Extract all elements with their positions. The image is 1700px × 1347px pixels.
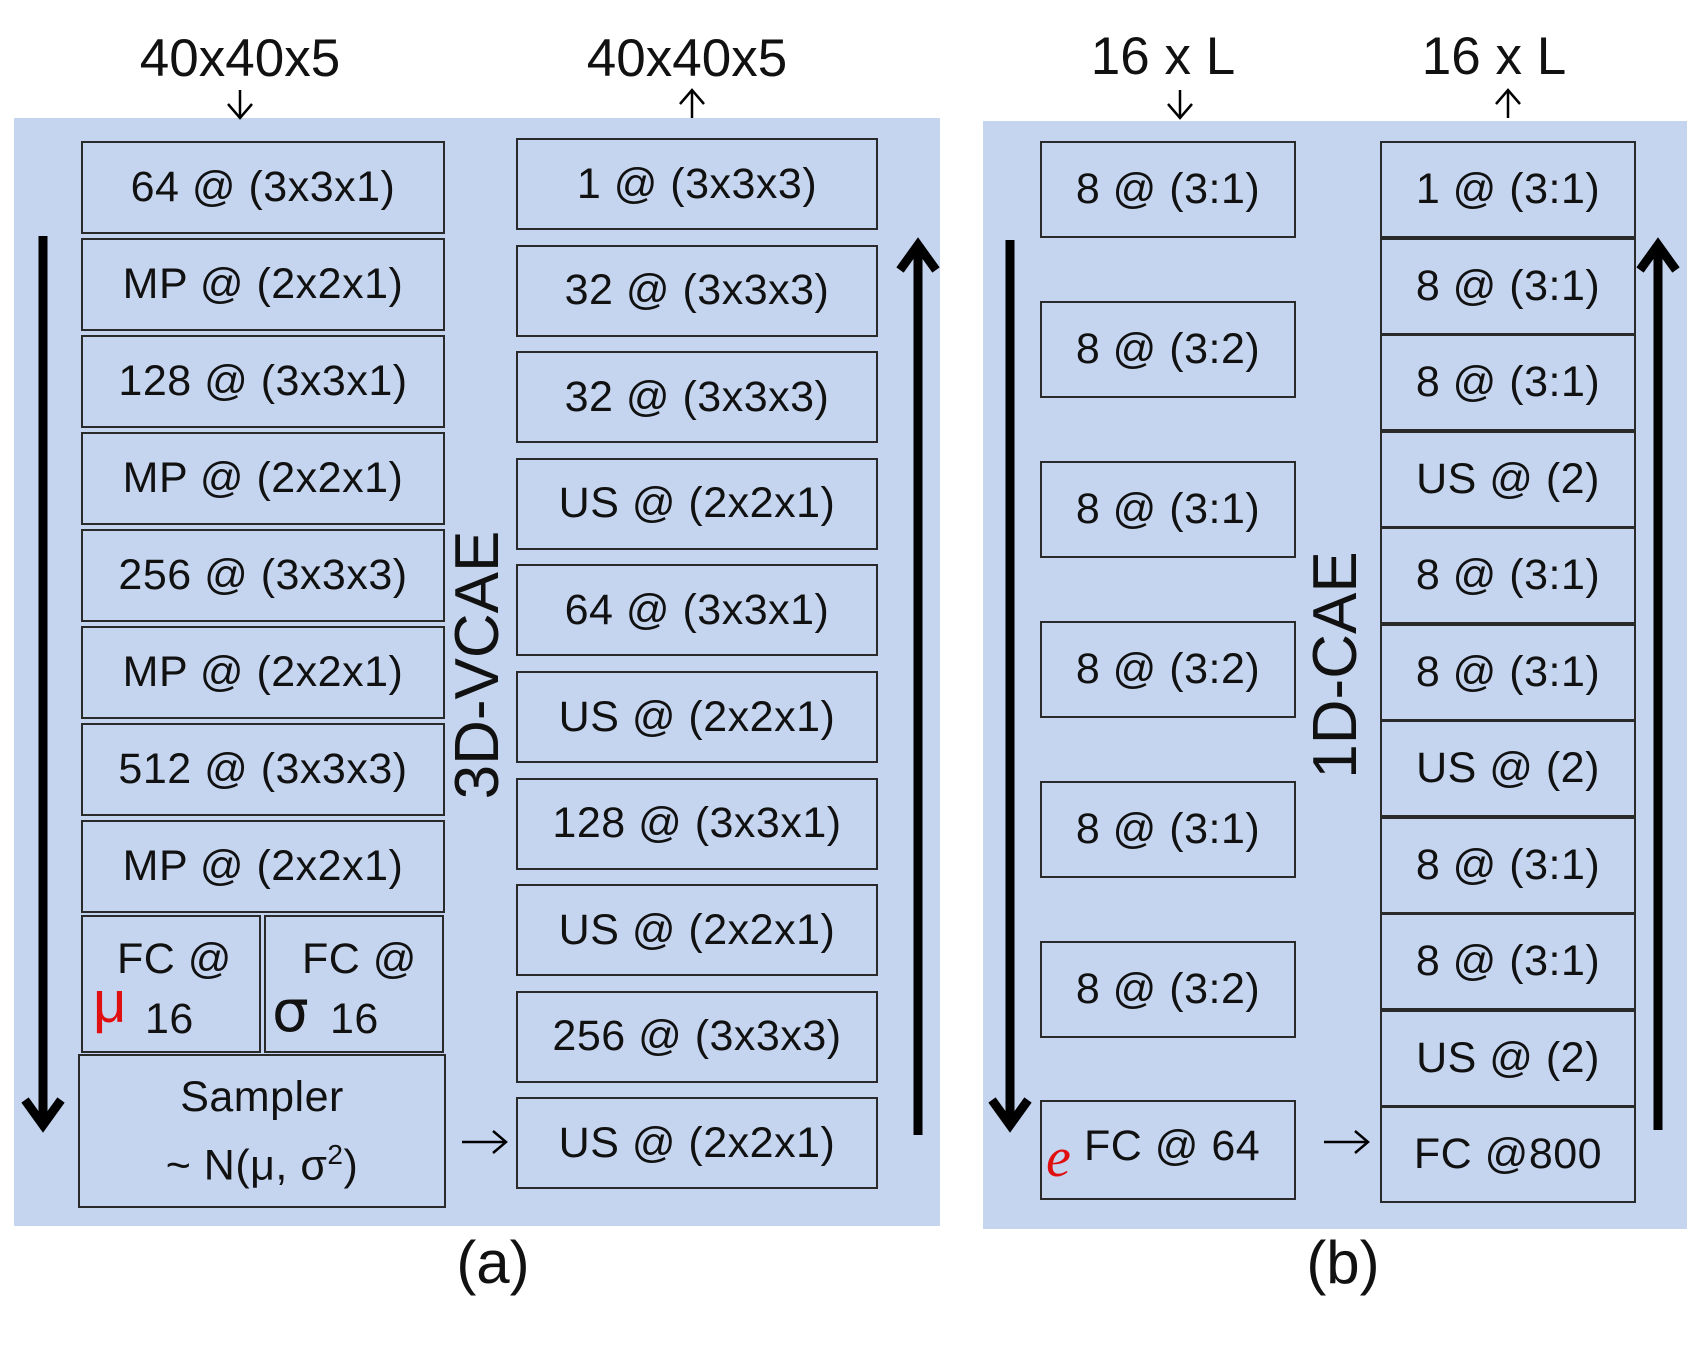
- mu-symbol: μ: [93, 970, 127, 1035]
- decoder-b-layer-9: 8 @ (3:1): [1380, 913, 1636, 1010]
- decoder-a-layer-5: 64 @ (3x3x1): [516, 564, 878, 657]
- decoder-a-layer-1: 1 @ (3x3x3): [516, 138, 878, 230]
- encoder-b-layer-3: 8 @ (3:1): [1040, 461, 1296, 558]
- decoder-a-layer-4: US @ (2x2x1): [516, 457, 878, 550]
- decoder-b-layer-8: 8 @ (3:1): [1380, 816, 1636, 914]
- encoder-b-layer-1: 8 @ (3:1): [1040, 141, 1296, 238]
- fc-64-label: FC @ 64: [1084, 1122, 1261, 1170]
- encoder-b-layer-6: 8 @ (3:2): [1040, 941, 1296, 1038]
- decoder-a-layer-2: 32 @ (3x3x3): [516, 244, 878, 337]
- panel-b-input-arrow: [1167, 90, 1193, 120]
- fc-mu-box: FC @ μ 16: [81, 915, 261, 1053]
- encoder-b-layer-4: 8 @ (3:2): [1040, 621, 1296, 718]
- sampler-title: Sampler: [180, 1072, 344, 1121]
- panel-b-encoder-flow-arrow: [988, 240, 1032, 1133]
- encoder-a-layer-2: MP @ (2x2x1): [81, 238, 445, 331]
- panel-a-input-arrow: [227, 90, 253, 120]
- panel-a-decoder-flow-arrow: [896, 237, 940, 1135]
- encoder-a-layer-8: MP @ (2x2x1): [81, 820, 445, 913]
- fc-sigma-box: FC @ σ 16: [264, 915, 444, 1053]
- decoder-b-layer-4: US @ (2): [1380, 430, 1636, 528]
- decoder-b-layer-7: US @ (2): [1380, 720, 1636, 817]
- sampler-box: Sampler ~ N(μ, σ2): [78, 1054, 446, 1208]
- panel-b-fc-to-decoder-arrow: [1324, 1130, 1370, 1154]
- sampler-distribution: ~ N(μ, σ2): [165, 1138, 359, 1190]
- fc-sigma-value: 16: [330, 995, 379, 1043]
- panel-a-caption: (a): [456, 1229, 530, 1296]
- decoder-a-layer-9: 256 @ (3x3x3): [516, 990, 878, 1083]
- encoder-a-layer-3: 128 @ (3x3x1): [81, 335, 445, 428]
- decoder-a-layer-6: US @ (2x2x1): [516, 671, 878, 763]
- encoder-a-layer-5: 256 @ (3x3x3): [81, 529, 445, 622]
- panel-b-input-dim: 16 x L: [1090, 27, 1236, 86]
- encoder-b-layer-2: 8 @ (3:2): [1040, 301, 1296, 398]
- decoder-b-layer-10: US @ (2): [1380, 1009, 1636, 1107]
- panel-a-input-dim: 40x40x5: [139, 29, 341, 88]
- decoder-b-layer-11: FC @800: [1380, 1106, 1636, 1203]
- decoder-b-layer-2: 8 @ (3:1): [1380, 237, 1636, 335]
- panel-a-output-arrow: [679, 88, 705, 118]
- encoder-a-layer-1: 64 @ (3x3x1): [81, 141, 445, 234]
- sigma-symbol: σ: [272, 977, 310, 1045]
- panel-b-decoder-flow-arrow: [1636, 237, 1680, 1130]
- encoder-a-layer-4: MP @ (2x2x1): [81, 432, 445, 525]
- decoder-b-layer-5: 8 @ (3:1): [1380, 527, 1636, 624]
- encoder-a-layer-7: 512 @ (3x3x3): [81, 723, 445, 816]
- decoder-a-layer-8: US @ (2x2x1): [516, 884, 878, 977]
- decoder-a-layer-10: US @ (2x2x1): [516, 1097, 878, 1190]
- decoder-b-layer-6: 8 @ (3:1): [1380, 623, 1636, 721]
- panel-a-encoder-flow-arrow: [21, 236, 65, 1133]
- fc-mu-value: 16: [145, 995, 194, 1043]
- decoder-b-layer-3: 8 @ (3:1): [1380, 334, 1636, 431]
- panel-b-output-arrow: [1495, 88, 1521, 118]
- e-symbol: e: [1046, 1127, 1072, 1189]
- panel-b-output-dim: 16 x L: [1421, 27, 1567, 86]
- encoder-a-layer-6: MP @ (2x2x1): [81, 626, 445, 719]
- fc-sigma-label: FC @: [302, 935, 417, 983]
- panel-b-caption: (b): [1306, 1229, 1380, 1296]
- encoder-b-layer-5: 8 @ (3:1): [1040, 781, 1296, 878]
- fc-64-box: e FC @ 64: [1040, 1100, 1296, 1200]
- decoder-b-layer-1: 1 @ (3:1): [1380, 141, 1636, 238]
- decoder-a-layer-7: 128 @ (3x3x1): [516, 777, 878, 870]
- fc-mu-label: FC @: [117, 935, 232, 983]
- decoder-a-layer-3: 32 @ (3x3x3): [516, 351, 878, 444]
- panel-a-sampler-to-decoder-arrow: [462, 1130, 508, 1154]
- panel-a-output-dim: 40x40x5: [586, 29, 788, 88]
